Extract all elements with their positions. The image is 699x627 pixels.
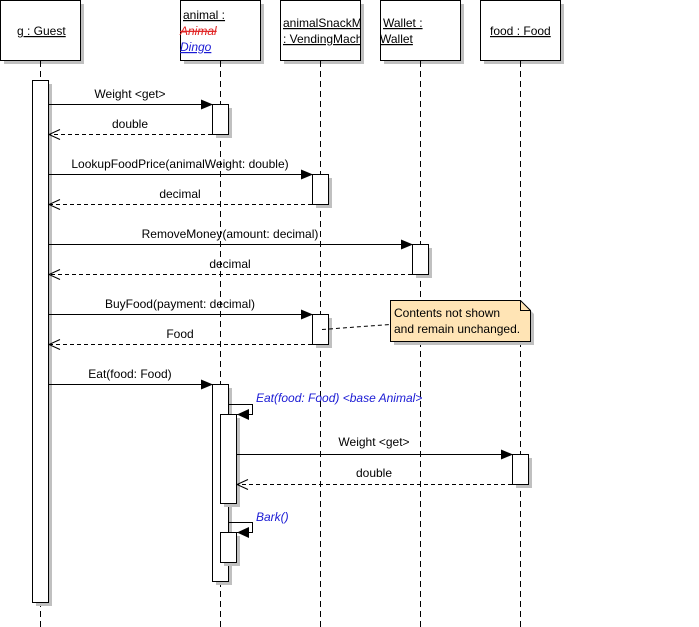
message-weight-get[interactable]: Weight <get> (49, 87, 213, 110)
lifeline-animal-actual-type: Dingo (180, 40, 212, 54)
activation-animal-base-eat[interactable] (220, 414, 241, 508)
message-food-weight-get[interactable]: Weight <get> (237, 435, 513, 460)
message-remove-money[interactable]: RemoveMoney(amount: decimal) (49, 227, 413, 250)
lifeline-guest[interactable]: g : Guest (0, 0, 85, 627)
lifeline-wallet-name: Wallet : (383, 16, 423, 30)
activation-guest[interactable] (32, 80, 53, 607)
message-self-bark[interactable]: Bark() (229, 510, 289, 538)
lifeline-animal-label: animal : (183, 8, 225, 22)
message-label: Weight <get> (94, 87, 165, 101)
message-label: decimal (209, 257, 250, 271)
lifeline-food[interactable]: food : Food (480, 0, 565, 627)
message-return-food[interactable]: Food (47, 327, 312, 350)
message-label: double (112, 117, 148, 131)
message-label: LookupFoodPrice(animalWeight: double) (71, 157, 288, 171)
message-label: BuyFood(payment: decimal) (105, 297, 255, 311)
note-line-1: Contents not shown (394, 306, 500, 320)
message-label: Weight <get> (338, 435, 409, 449)
lifeline-vending-type: : VendingMach (283, 32, 362, 46)
activation-vending-buyfood[interactable] (312, 314, 333, 349)
message-buy-food[interactable]: BuyFood(payment: decimal) (49, 297, 313, 320)
note[interactable]: Contents not shown and remain unchanged. (321, 300, 534, 346)
message-return-double[interactable]: double (47, 117, 212, 140)
lifeline-vending-name: animalSnackM (283, 16, 362, 30)
lifeline-wallet-type: Wallet (380, 32, 414, 46)
activation-wallet-remove[interactable] (412, 244, 433, 279)
message-lookup-food-price[interactable]: LookupFoodPrice(animalWeight: double) (49, 157, 313, 180)
message-label: double (356, 466, 392, 480)
message-label: RemoveMoney(amount: decimal) (142, 227, 319, 241)
note-line-2: and remain unchanged. (394, 322, 520, 336)
lifeline-food-label: food : Food (490, 24, 551, 38)
message-label: Food (166, 327, 193, 341)
message-label: Eat(food: Food) <base Animal> (256, 391, 422, 405)
lifeline-guest-label: g : Guest (17, 24, 66, 38)
lifeline-wallet[interactable]: Wallet : Wallet (380, 0, 464, 627)
message-return-double-food[interactable]: double (235, 466, 512, 490)
note-connector (321, 324, 391, 330)
activation-food-weight[interactable] (512, 454, 533, 489)
lifeline-vending-machine[interactable]: animalSnackM : VendingMach (280, 0, 365, 627)
message-self-eat-base[interactable]: Eat(food: Food) <base Animal> (229, 391, 422, 420)
message-eat[interactable]: Eat(food: Food) (49, 367, 213, 390)
lifeline-animal-removed-type: Animal (179, 24, 217, 38)
activation-animal-weight[interactable] (212, 104, 233, 139)
message-label: Bark() (256, 510, 289, 524)
message-return-decimal-wallet[interactable]: decimal (47, 257, 412, 280)
message-label: Eat(food: Food) (88, 367, 171, 381)
activation-vending-lookup[interactable] (312, 174, 333, 209)
message-return-decimal[interactable]: decimal (47, 187, 312, 210)
message-label: decimal (159, 187, 200, 201)
activation-animal-bark[interactable] (220, 532, 241, 567)
